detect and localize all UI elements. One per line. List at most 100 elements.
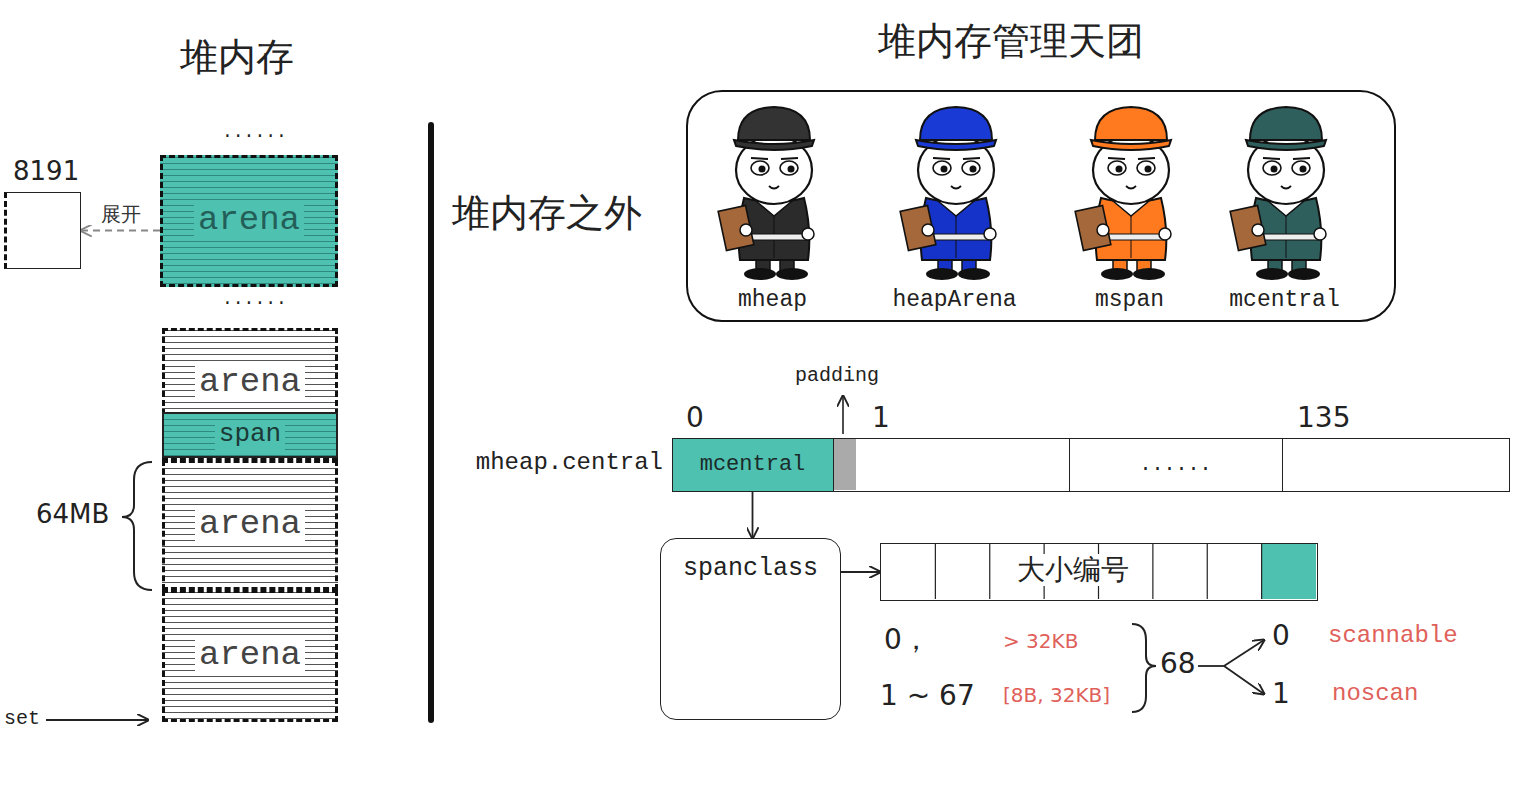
mascot-label: mcentral [1229,287,1339,313]
cell-label: mcentral [700,452,806,477]
fork-branch [1224,666,1264,694]
mascot-brow [781,158,798,159]
span-label: span [215,420,285,450]
mascot-art [880,102,1030,314]
mascot-pupil [1115,165,1122,172]
mascot-figure: mspan [1055,102,1205,314]
offset-arrow [46,719,148,721]
team-panel: mheapheapArenamspanmcentral堆内存管理天团 [686,90,1396,322]
connector [752,492,754,539]
mascot-pupil [1299,165,1306,172]
mascot-brow [751,158,768,159]
bits-label: 大小编号 [1013,554,1133,586]
mascot-shoe [958,268,990,280]
ellipsis: ...... [222,122,287,143]
mascot-pupil [787,165,794,172]
index-number: 1 [872,402,890,434]
arena-block: span arena [162,328,338,460]
index-number: 135 [1297,402,1350,434]
mascot-clipboard [1230,205,1266,250]
size-brace [122,462,152,590]
bit-cell-divider [989,544,990,599]
mcentral-cell: mcentral [672,438,834,492]
mascot-hand [984,228,996,240]
mascot-brim [1091,140,1171,150]
mascot-brow [1138,158,1155,159]
class-number: 0， [884,624,930,656]
ellipsis: ...... [222,289,287,310]
ellipsis-label: ...... [1139,453,1211,476]
bit-cell-fill [1262,544,1316,599]
mascot-art [1210,102,1360,314]
mascot-brow [963,158,980,159]
spanclass-bits: 大小编号 [880,543,1318,601]
flag-bit: 1 [1272,678,1290,710]
mascot-mouth [1126,186,1136,189]
mascot-eye [1292,161,1310,175]
divider-line [428,125,434,720]
index-number: 0 [686,402,704,434]
mascot-shoe [1101,268,1133,280]
mascot-hand [1097,224,1109,236]
array-name: mheap.central [476,449,663,477]
connector [81,230,160,232]
count-label: 8191 [13,157,79,187]
heading: 堆内存之外 [452,192,642,236]
spanclass-box: spanclass [660,538,841,720]
bit-cell-divider [1207,544,1208,599]
mascot-body [920,198,991,260]
mascot-hand [740,224,752,236]
mascot-hand [922,224,934,236]
mascot-eye [1137,161,1155,175]
mascot-pupil [1144,165,1151,172]
fork-stem [1198,665,1224,667]
spanclass-label: spanclass [683,555,818,584]
mascot-mouth [769,186,779,189]
mascot-eye [933,161,951,175]
mascot-pupil [969,165,976,172]
bit-cell-divider [935,544,936,599]
mascot-figure: mcentral [1210,102,1360,314]
mascot-mouth [951,186,961,189]
mascot-hand [1252,224,1264,236]
mascot-cap [920,107,992,140]
mascot-brow [1108,158,1125,159]
heading: 堆内存 [180,36,294,80]
class-number: 1 ~ 67 [880,680,975,712]
mascot-brow [933,158,950,159]
arena-label: arena [195,636,305,675]
offset-label: set [4,707,40,730]
mascot-shoe [926,268,958,280]
mascot-body [1250,198,1321,260]
arena-block: arena [162,460,338,590]
size-range: [8B, 32KB] [1003,684,1110,707]
mascot-pupil [758,165,765,172]
arena-label: arena [195,505,305,544]
connector [841,571,880,573]
mascot-eye [751,161,769,175]
mascot-brow [1293,158,1310,159]
central-array: mcentral......mheap.central [672,438,1510,492]
connector-label: 展开 [98,203,144,226]
mascot-clipboard [900,205,936,250]
bitmap-box: 8191 [4,192,81,269]
mascot-eye [1263,161,1281,175]
mascot-label: mspan [1095,287,1164,313]
size-label: 64MB [36,500,109,530]
mascot-shoe [776,268,808,280]
mascot-clipboard [1075,205,1111,250]
mascot-shoe [1288,268,1320,280]
mascot-shoe [744,268,776,280]
padding-label: padding [795,364,879,387]
mascot-brim [1246,140,1326,150]
arena-label: arena [195,363,305,402]
mascot-shoe [1133,268,1165,280]
mascot-hand [1159,228,1171,240]
flag-bit: 0 [1272,620,1290,652]
mascot-body [738,198,809,260]
mascot-hand [802,228,814,240]
bit-cell-divider [1261,544,1262,599]
mascot-brow [1263,158,1280,159]
mascot-cap [738,107,810,140]
